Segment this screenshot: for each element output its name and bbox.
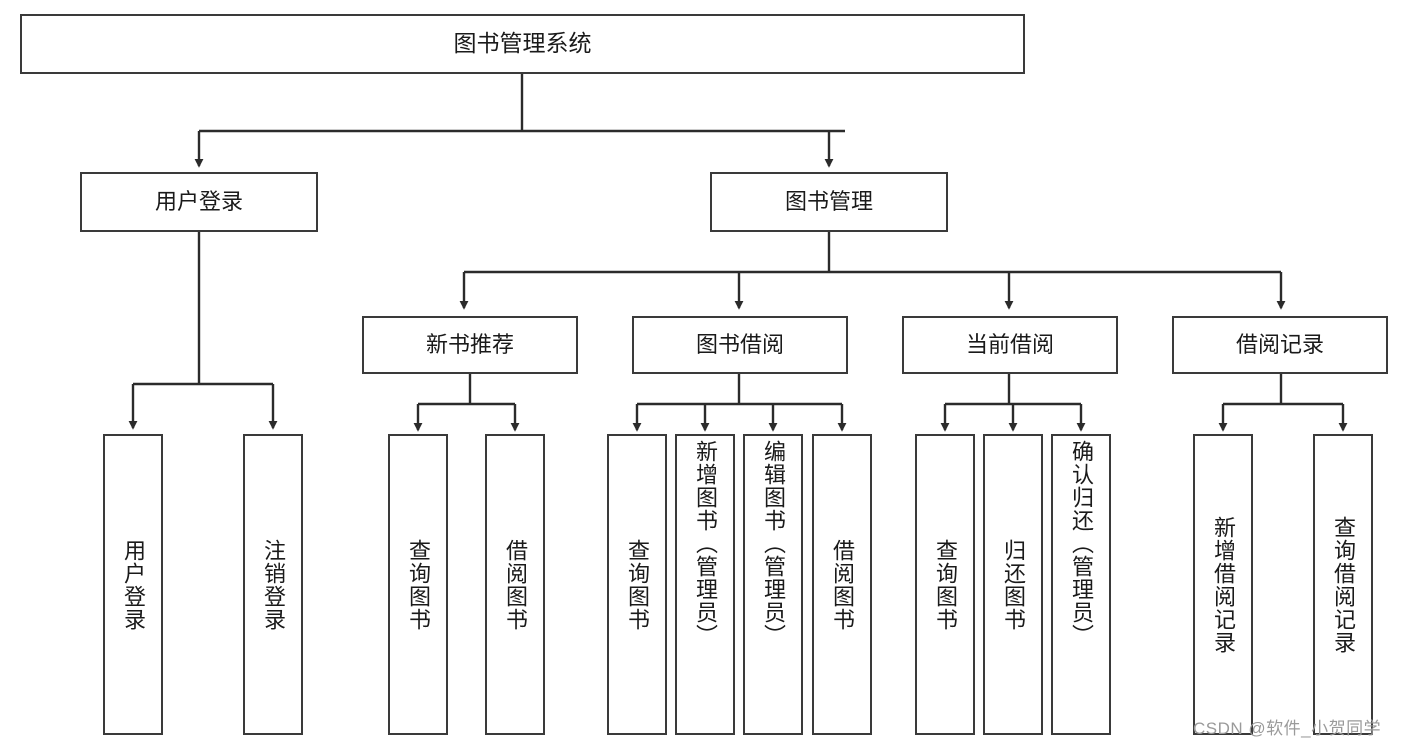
node-label: 当前借阅 <box>965 332 1054 358</box>
node-label: 确认归还（管理员） <box>1068 440 1094 647</box>
node-label: 查询图书 <box>932 538 958 631</box>
node-leaf-query-book-1[interactable]: 查询图书 <box>388 434 448 735</box>
node-root-book-management-system[interactable]: 图书管理系统 <box>20 14 1025 74</box>
node-label: 图书借阅 <box>695 332 784 358</box>
csdn-watermark: CSDN @软件_小贺同学 <box>1193 719 1382 738</box>
node-label: 借阅记录 <box>1235 332 1324 358</box>
node-leaf-query-book-2[interactable]: 查询图书 <box>607 434 667 735</box>
node-label: 图书管理 <box>784 189 873 215</box>
node-book-manage[interactable]: 图书管理 <box>710 172 948 232</box>
node-label: 新增图书（管理员） <box>692 440 718 647</box>
node-label: 查询图书 <box>624 538 650 631</box>
node-borrow-record[interactable]: 借阅记录 <box>1172 316 1388 374</box>
node-label: 用户登录 <box>154 189 243 215</box>
node-leaf-borrow-book-1[interactable]: 借阅图书 <box>485 434 545 735</box>
node-label: 查询图书 <box>405 538 431 631</box>
node-leaf-user-logout[interactable]: 注销登录 <box>243 434 303 735</box>
node-current-borrow[interactable]: 当前借阅 <box>902 316 1118 374</box>
node-label: 查询借阅记录 <box>1330 515 1356 654</box>
node-label: 编辑图书（管理员） <box>760 440 786 647</box>
node-leaf-edit-book[interactable]: 编辑图书（管理员） <box>743 434 803 735</box>
node-leaf-add-book[interactable]: 新增图书（管理员） <box>675 434 735 735</box>
node-label: 归还图书 <box>1000 538 1026 631</box>
node-book-borrow[interactable]: 图书借阅 <box>632 316 848 374</box>
node-label: 图书管理系统 <box>453 30 592 57</box>
node-label: 借阅图书 <box>829 538 855 631</box>
node-leaf-return-book[interactable]: 归还图书 <box>983 434 1043 735</box>
node-label: 新增借阅记录 <box>1210 515 1236 654</box>
node-user-login[interactable]: 用户登录 <box>80 172 318 232</box>
node-leaf-user-login[interactable]: 用户登录 <box>103 434 163 735</box>
node-leaf-confirm-return[interactable]: 确认归还（管理员） <box>1051 434 1111 735</box>
node-new-book-recommend[interactable]: 新书推荐 <box>362 316 578 374</box>
node-leaf-query-record[interactable]: 查询借阅记录 <box>1313 434 1373 735</box>
node-leaf-add-record[interactable]: 新增借阅记录 <box>1193 434 1253 735</box>
node-label: 新书推荐 <box>425 332 514 358</box>
node-label: 借阅图书 <box>502 538 528 631</box>
node-leaf-query-book-3[interactable]: 查询图书 <box>915 434 975 735</box>
node-label: 用户登录 <box>120 538 146 631</box>
node-label: 注销登录 <box>260 538 286 631</box>
node-leaf-borrow-book-2[interactable]: 借阅图书 <box>812 434 872 735</box>
